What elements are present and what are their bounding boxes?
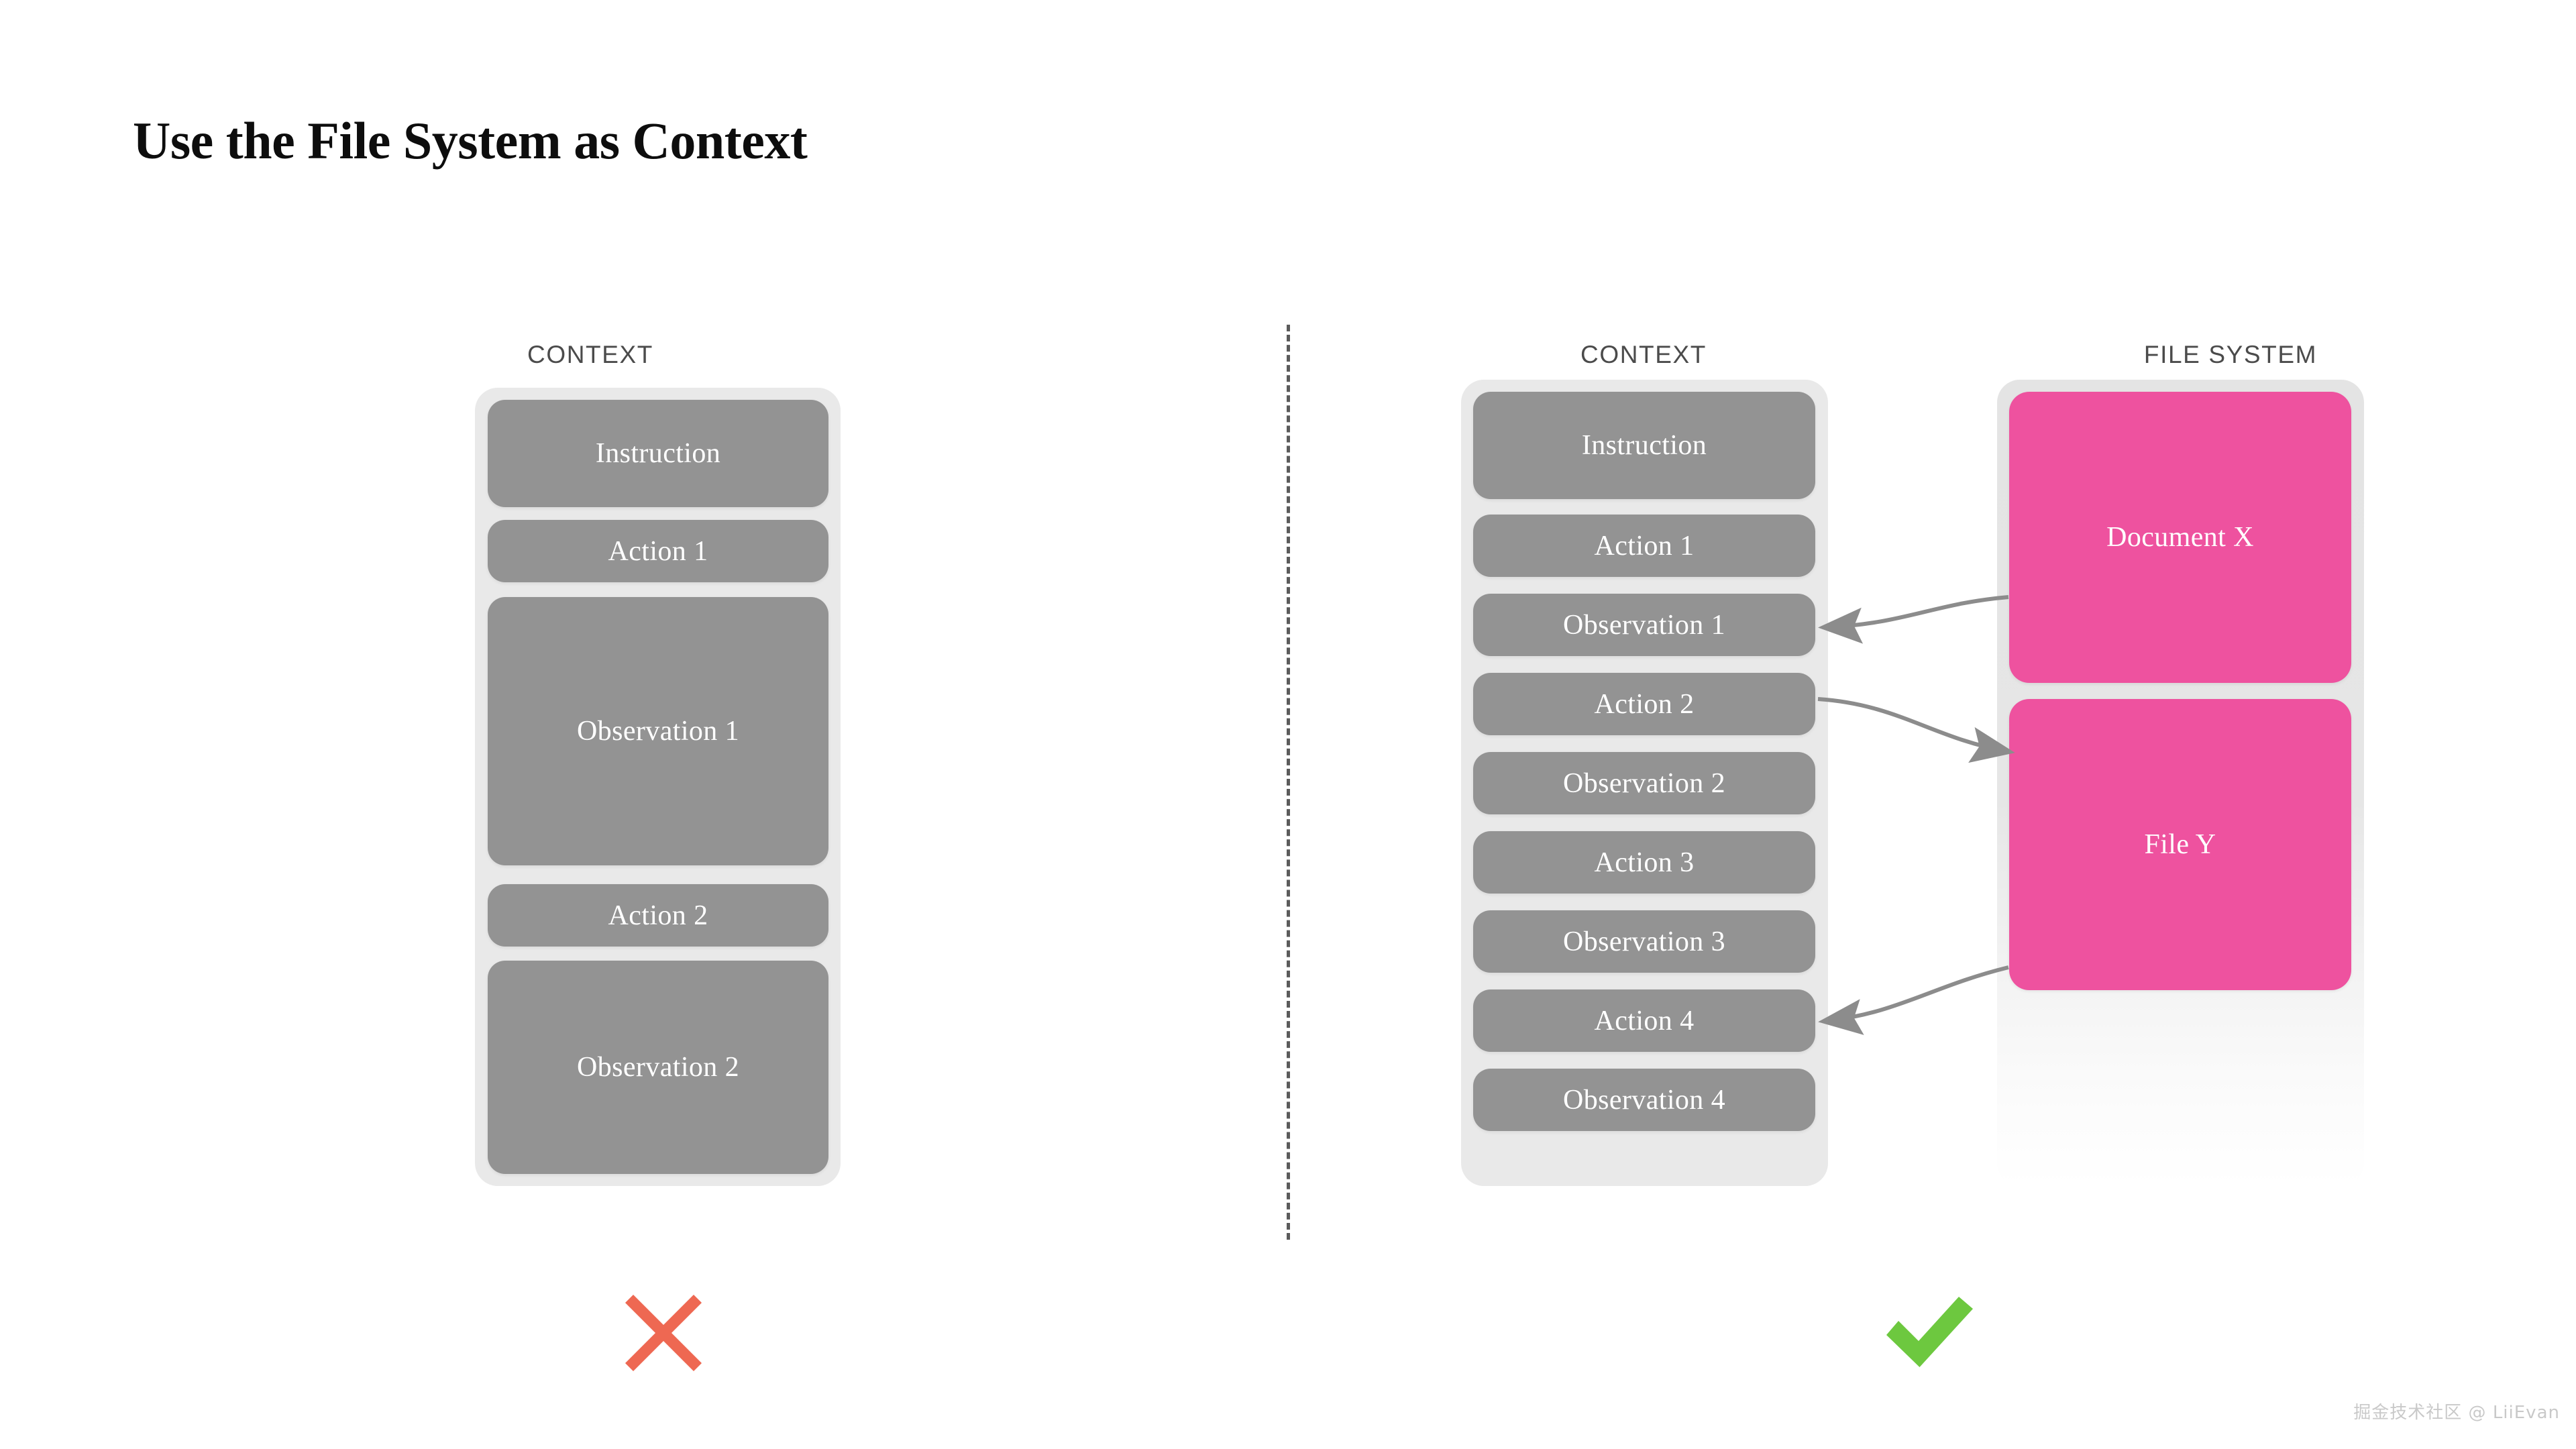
arrow-documentx-to-observation1 <box>1818 595 2009 644</box>
watermark: 掘金技术社区 @ LiiEvan <box>2353 1403 2560 1423</box>
right-block-observation-3-label: Observation 3 <box>1563 926 1725 957</box>
left-block-action-1[interactable]: Action 1 <box>488 520 828 582</box>
left-block-observation-2[interactable]: Observation 2 <box>488 961 828 1174</box>
left-block-observation-2-label: Observation 2 <box>577 1052 739 1083</box>
right-block-observation-1[interactable]: Observation 1 <box>1473 594 1815 656</box>
right-context-header: CONTEXT <box>1580 341 1707 368</box>
right-block-action-3[interactable]: Action 3 <box>1473 831 1815 894</box>
right-block-action-4[interactable]: Action 4 <box>1473 989 1815 1052</box>
right-block-action-1-label: Action 1 <box>1594 530 1695 561</box>
file-system-block-document-x[interactable]: Document X <box>2009 392 2351 683</box>
cross-mark-icon <box>625 1295 702 1371</box>
file-system-header: FILE SYSTEM <box>2143 341 2318 368</box>
right-block-action-3-label: Action 3 <box>1594 847 1695 878</box>
right-block-action-2[interactable]: Action 2 <box>1473 673 1815 735</box>
right-block-instruction-label: Instruction <box>1581 430 1707 461</box>
center-divider <box>1287 325 1290 1240</box>
right-block-action-4-label: Action 4 <box>1594 1005 1695 1036</box>
left-block-action-2[interactable]: Action 2 <box>488 884 828 947</box>
page-title: Use the File System as Context <box>133 111 808 170</box>
right-block-action-2-label: Action 2 <box>1594 688 1695 720</box>
right-block-observation-2-label: Observation 2 <box>1563 767 1725 799</box>
right-block-observation-3[interactable]: Observation 3 <box>1473 910 1815 973</box>
file-system-block-file-y-label: File Y <box>2144 829 2216 860</box>
left-block-action-1-label: Action 1 <box>608 535 708 567</box>
left-block-instruction[interactable]: Instruction <box>488 400 828 507</box>
file-system-block-file-y[interactable]: File Y <box>2009 699 2351 990</box>
check-mark-icon <box>1886 1297 1973 1367</box>
right-block-instruction[interactable]: Instruction <box>1473 392 1815 499</box>
right-block-observation-1-label: Observation 1 <box>1563 609 1725 641</box>
right-block-action-1[interactable]: Action 1 <box>1473 515 1815 577</box>
left-block-observation-1[interactable]: Observation 1 <box>488 597 828 865</box>
left-block-action-2-label: Action 2 <box>608 900 708 931</box>
right-block-observation-2[interactable]: Observation 2 <box>1473 752 1815 814</box>
left-block-instruction-label: Instruction <box>595 438 721 469</box>
file-system-block-document-x-label: Document X <box>2106 522 2254 553</box>
arrow-action2-to-filey <box>1817 697 2015 763</box>
right-block-observation-4[interactable]: Observation 4 <box>1473 1069 1815 1131</box>
left-context-header: CONTEXT <box>527 341 653 368</box>
left-block-observation-1-label: Observation 1 <box>577 716 739 747</box>
right-block-observation-4-label: Observation 4 <box>1563 1084 1725 1116</box>
arrow-filey-to-action4 <box>1818 965 2009 1035</box>
